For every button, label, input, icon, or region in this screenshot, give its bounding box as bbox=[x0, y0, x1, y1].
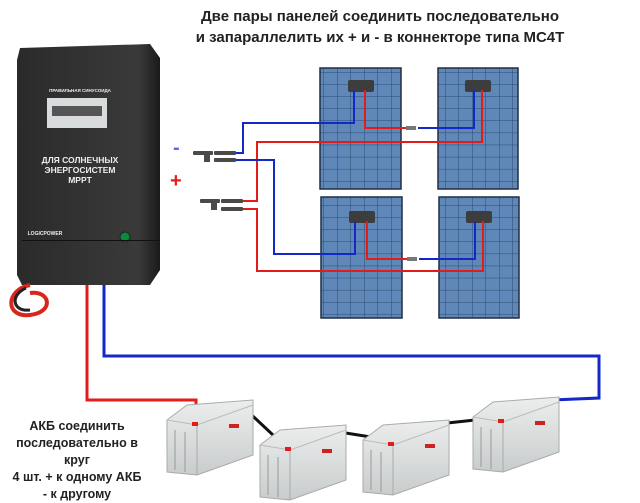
inverter bbox=[9, 44, 160, 318]
mc4-connector bbox=[406, 126, 416, 130]
wire-series-2-pos bbox=[366, 221, 407, 260]
solar-panel-3 bbox=[320, 196, 403, 319]
plus-sign: + bbox=[170, 170, 182, 192]
power-button bbox=[119, 231, 131, 243]
junction-box bbox=[465, 80, 491, 92]
mc4t-connector-negative bbox=[193, 151, 236, 162]
junction-box bbox=[349, 211, 375, 223]
inverter-label-line: ДЛЯ СОЛНЕЧНЫХ bbox=[41, 155, 119, 165]
note-line: 4 шт. + к одному АКБ bbox=[12, 470, 142, 484]
mc4t-connector-positive bbox=[200, 199, 243, 211]
title-line: и запараллелить их + и - в коннекторе ти… bbox=[195, 29, 565, 46]
wire-series-2-neg bbox=[419, 221, 476, 260]
inverter-main-label: ДЛЯ СОЛНЕЧНЫХ ЭНЕРГОСИСТЕМ MPPT bbox=[30, 155, 130, 185]
minus-sign: - bbox=[173, 137, 180, 159]
wire-negative-string-1 bbox=[236, 90, 355, 154]
mc4-connector bbox=[407, 257, 417, 261]
wire-positive-string-2 bbox=[243, 208, 484, 272]
junction-box bbox=[466, 211, 492, 223]
inverter-brand: LOGICPOWER bbox=[27, 231, 63, 237]
cable-coil bbox=[9, 283, 49, 318]
wire-positive-string-1 bbox=[243, 90, 483, 202]
battery-1 bbox=[166, 399, 254, 476]
inverter-top-label: ПРАВИЛЬНАЯ СИНУСОИДА bbox=[49, 88, 111, 93]
inverter-label-line: MPPT bbox=[68, 175, 92, 185]
battery-note: АКБ соединить последовательно в круг 4 ш… bbox=[2, 418, 152, 503]
title-line: Две пары панелей соединить последователь… bbox=[201, 8, 559, 25]
note-line: АКБ соединить bbox=[29, 419, 125, 433]
battery-3 bbox=[362, 419, 450, 496]
junction-box bbox=[348, 80, 374, 92]
solar-panel-4 bbox=[438, 196, 520, 319]
wire-negative-string-2 bbox=[236, 159, 356, 255]
note-line: - к другому bbox=[42, 487, 112, 501]
note-line: последовательно в круг bbox=[16, 436, 138, 467]
battery-2 bbox=[259, 424, 347, 501]
diagram-title: Две пары панелей соединить последователь… bbox=[130, 6, 630, 48]
battery-4 bbox=[472, 396, 560, 473]
wire-series-1-pos bbox=[364, 90, 406, 129]
cable-battery-negative bbox=[102, 285, 601, 402]
wire-series-1-neg bbox=[418, 90, 475, 129]
inverter-label-line: ЭНЕРГОСИСТЕМ bbox=[44, 165, 116, 175]
